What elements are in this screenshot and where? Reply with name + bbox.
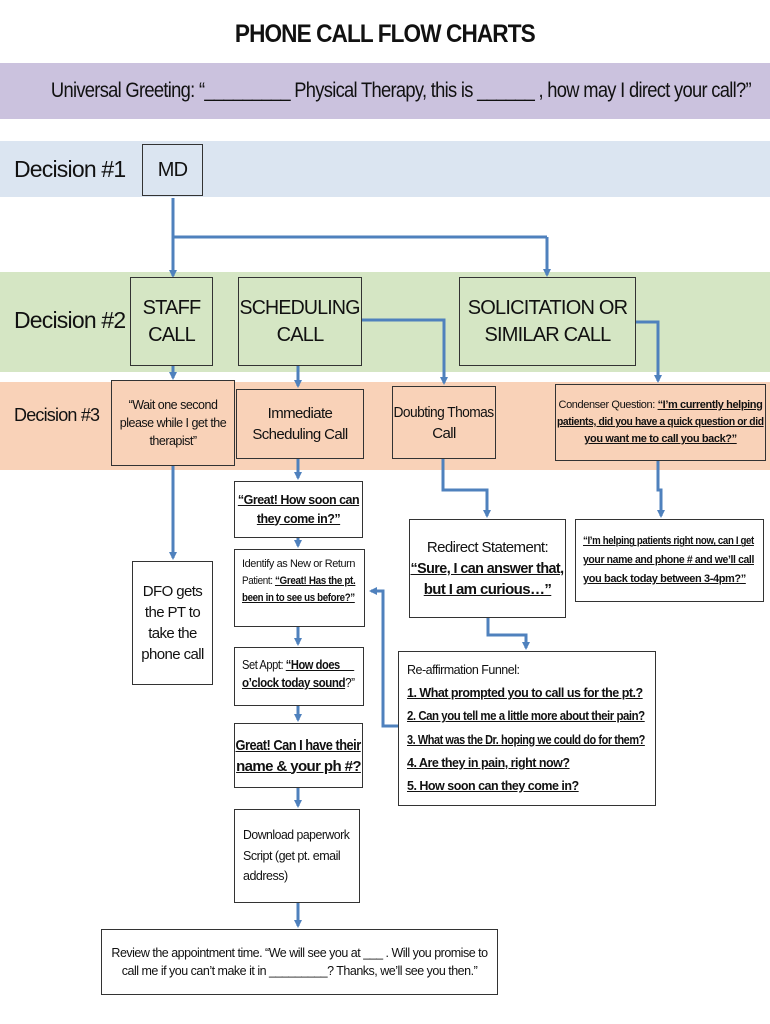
scheduling-call-box: SCHEDULING CALL [238, 277, 362, 366]
dfo-line-4: phone call [141, 646, 204, 663]
dfo-line-1: DFO gets [142, 583, 203, 600]
dfo-line-3: take the [148, 625, 197, 642]
identify-line-1: Identify as New or Return [242, 558, 356, 570]
arrow-funnel-back-to-identify [369, 587, 398, 728]
arrow-scheduling-to-doubting [362, 318, 448, 385]
staff-call-box: STAFF CALL [130, 277, 213, 366]
solicitation-line-1: SOLICITATION OR [467, 296, 628, 319]
download-line-3: address) [243, 869, 288, 884]
immediate-line-2: Scheduling Call [252, 426, 348, 443]
download-line-2: Script (get pt. email [243, 848, 341, 863]
set-appt-bold-1: “How does __ [285, 658, 355, 672]
arrow-redirect-to-funnel [486, 618, 530, 650]
solicitation-call-box: SOLICITATION OR SIMILAR CALL [459, 277, 636, 366]
identify-patient-box: Identify as New or Return Patient: “Grea… [234, 549, 365, 627]
redirect-line-1: “Sure, I can answer that, [410, 560, 565, 577]
wait-line-1: “Wait one second [128, 397, 218, 412]
page-title: PHONE CALL FLOW CHARTS [235, 20, 536, 48]
funnel-item-5: 5. How soon can they come in? [407, 778, 579, 793]
redirect-statement-box: Redirect Statement: “Sure, I can answer … [409, 519, 566, 618]
arrow-condenser-to-callback [656, 461, 665, 518]
decision-1-label: Decision #1 [14, 156, 126, 182]
condenser-q2: patients, did you have a quick question … [557, 415, 764, 428]
name-phone-box: Great! Can I have their name & your ph #… [234, 723, 363, 788]
doubting-line-1: Doubting Thomas [393, 403, 495, 421]
scheduling-call-line-2: CALL [276, 323, 325, 346]
callback-line-2: your name and phone # and we’ll call [583, 554, 754, 567]
callback-line-1: “I’m helping patients right now, can I g… [583, 535, 754, 548]
set-appt-line-1: Set Appt: “How does __ [242, 656, 354, 674]
condenser-q3: you want me to call you back?” [584, 433, 737, 446]
staff-call-line-1: STAFF [142, 296, 202, 319]
decision-2-label: Decision #2 [14, 307, 126, 333]
review-appointment-box: Review the appointment time. “We will se… [101, 929, 498, 995]
identify-line-2: Patient: “Great! Has the pt. [242, 573, 356, 590]
set-appt-line-2: o’clock today sound?” [242, 674, 355, 692]
decision-3-label: Decision #3 [14, 405, 100, 425]
name-phone-line-2: name & your ph #? [236, 757, 361, 775]
solicitation-line-2: SIMILAR CALL [484, 323, 611, 346]
funnel-item-4: 4. Are they in pain, right now? [407, 755, 570, 770]
download-line-1: Download paperwork [243, 828, 350, 843]
review-line-1: Review the appointment time. “We will se… [111, 945, 488, 960]
redirect-line-2: but I am curious…” [423, 581, 552, 598]
great-how-soon-box: “Great! How soon can they come in?” [234, 481, 363, 538]
condenser-q1: “I’m currently helping [657, 398, 763, 411]
condenser-line-1: Condenser Question: “I’m currently helpi… [559, 397, 763, 414]
set-appt-end: ?” [345, 676, 355, 691]
condenser-question-box: Condenser Question: “I’m currently helpi… [555, 384, 766, 461]
staff-call-line-2: CALL [148, 323, 196, 346]
arrow-solicitation-to-condenser [636, 320, 662, 383]
scheduling-call-line-1: SCHEDULING [239, 296, 361, 319]
review-line-2: call me if you can’t make it in ________… [121, 964, 478, 978]
set-appt-box: Set Appt: “How does __ o’clock today sou… [234, 647, 364, 706]
callback-box: “I’m helping patients right now, can I g… [575, 519, 764, 602]
name-phone-line-1: Great! Can I have their [235, 736, 362, 754]
wait-line-2: please while I get the [119, 415, 227, 430]
universal-greeting: Universal Greeting: “_________ Physical … [50, 79, 752, 102]
download-paperwork-box: Download paperwork Script (get pt. email… [234, 809, 360, 903]
reaffirmation-funnel-box: Re-affirmation Funnel: 1. What prompted … [398, 651, 656, 806]
great-how-soon-line-1: “Great! How soon can [237, 493, 360, 508]
funnel-item-1: 1. What prompted you to call us for the … [407, 686, 643, 701]
redirect-title: Redirect Statement: [426, 539, 549, 556]
callback-line-3: you back today between 3-4pm?” [583, 572, 746, 585]
identify-line-3: been in to see us before?” [242, 592, 355, 605]
dfo-line-2: the PT to [144, 604, 201, 621]
set-appt-bold-2: o’clock today sound [242, 676, 346, 691]
doubting-line-2: Call [432, 424, 456, 442]
doubting-thomas-box: Doubting Thomas Call [392, 386, 496, 459]
set-appt-prefix: Set Appt: [242, 658, 286, 672]
decision-1-band [0, 141, 770, 197]
great-how-soon-line-2: they come in?” [256, 511, 341, 526]
md-box: MD [142, 144, 203, 196]
immediate-scheduling-box: Immediate Scheduling Call [236, 389, 364, 459]
md-label: MD [157, 158, 188, 181]
identify-prefix: Patient: [242, 575, 275, 588]
wait-line-3: therapist” [149, 434, 197, 449]
wait-box: “Wait one second please while I get the … [111, 380, 235, 466]
immediate-line-1: Immediate [267, 405, 333, 422]
funnel-item-2: 2. Can you tell me a little more about t… [407, 709, 645, 724]
condenser-prefix: Condenser Question: [558, 398, 658, 411]
dfo-box: DFO gets the PT to take the phone call [132, 561, 213, 685]
funnel-item-3: 3. What was the Dr. hoping we could do f… [407, 732, 645, 747]
greeting-band [0, 63, 770, 119]
identify-bold-1: “Great! Has the pt. [274, 575, 356, 588]
arrow-doubting-to-redirect [441, 459, 491, 518]
funnel-title: Re-affirmation Funnel: [407, 663, 520, 678]
